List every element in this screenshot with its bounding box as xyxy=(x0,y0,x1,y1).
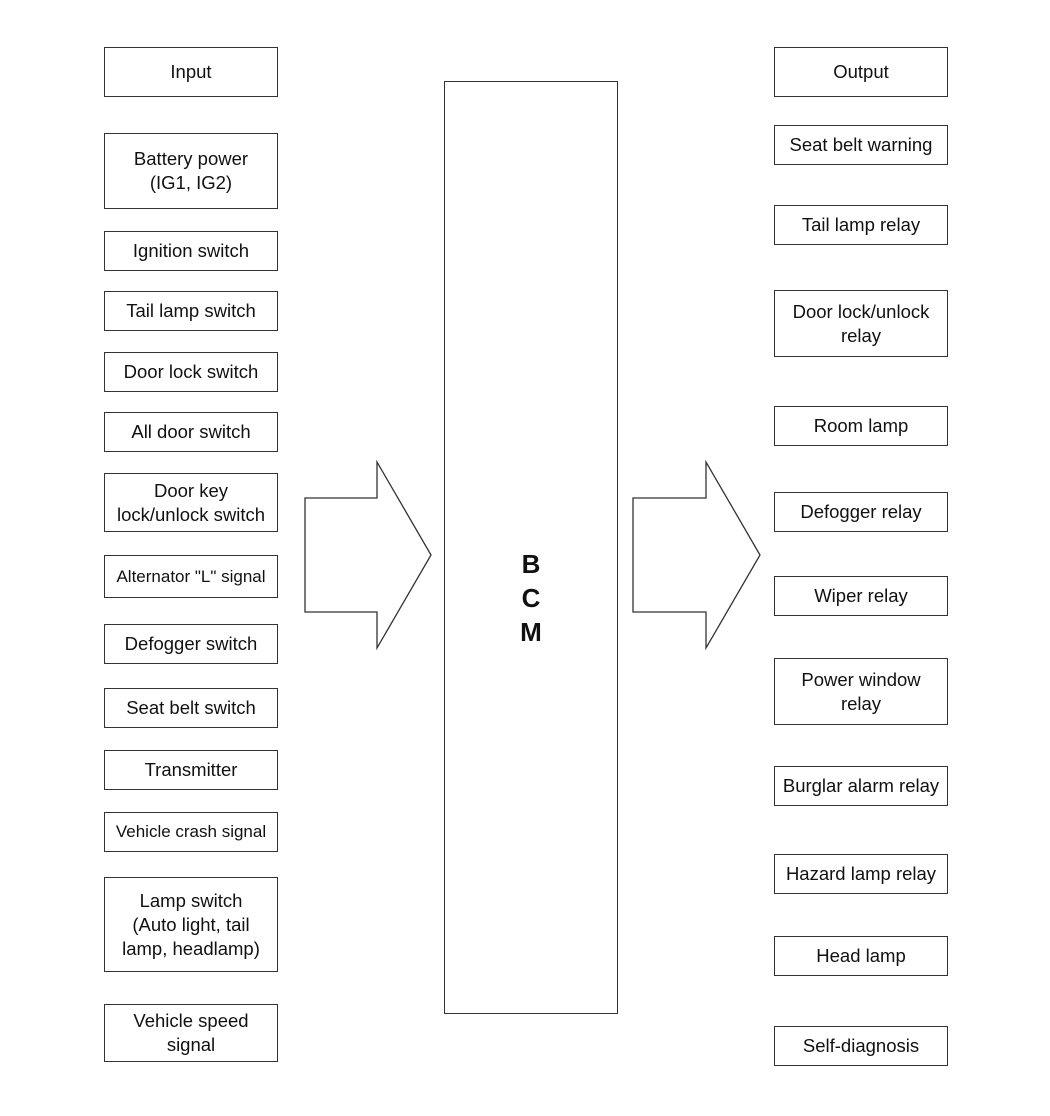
output-seat-belt-warning: Seat belt warning xyxy=(774,125,948,165)
input-header: Input xyxy=(104,47,278,97)
output-defogger-relay: Defogger relay xyxy=(774,492,948,532)
input-ignition-switch: Ignition switch xyxy=(104,231,278,271)
bcm-to-output-arrow xyxy=(632,459,761,651)
input-alternator-signal: Alternator "L" signal xyxy=(104,555,278,598)
output-power-window-relay: Power window relay xyxy=(774,658,948,725)
output-door-lock-relay: Door lock/unlock relay xyxy=(774,290,948,357)
output-tail-lamp-relay: Tail lamp relay xyxy=(774,205,948,245)
output-burglar-alarm-relay: Burglar alarm relay xyxy=(774,766,948,806)
input-door-key-switch: Door key lock/unlock switch xyxy=(104,473,278,532)
input-vehicle-speed-signal: Vehicle speed signal xyxy=(104,1004,278,1062)
input-tail-lamp-switch: Tail lamp switch xyxy=(104,291,278,331)
input-seat-belt-switch: Seat belt switch xyxy=(104,688,278,728)
input-vehicle-crash-signal: Vehicle crash signal xyxy=(104,812,278,852)
output-room-lamp: Room lamp xyxy=(774,406,948,446)
output-hazard-lamp-relay: Hazard lamp relay xyxy=(774,854,948,894)
output-wiper-relay: Wiper relay xyxy=(774,576,948,616)
input-defogger-switch: Defogger switch xyxy=(104,624,278,664)
input-battery-power: Battery power (IG1, IG2) xyxy=(104,133,278,209)
input-lamp-switch: Lamp switch (Auto light, tail lamp, head… xyxy=(104,877,278,972)
output-head-lamp: Head lamp xyxy=(774,936,948,976)
input-door-lock-switch: Door lock switch xyxy=(104,352,278,392)
output-header: Output xyxy=(774,47,948,97)
input-all-door-switch: All door switch xyxy=(104,412,278,452)
bcm-label: B C M xyxy=(520,549,542,647)
output-self-diagnosis: Self-diagnosis xyxy=(774,1026,948,1066)
bcm-block: B C M xyxy=(444,81,618,1014)
input-transmitter: Transmitter xyxy=(104,750,278,790)
